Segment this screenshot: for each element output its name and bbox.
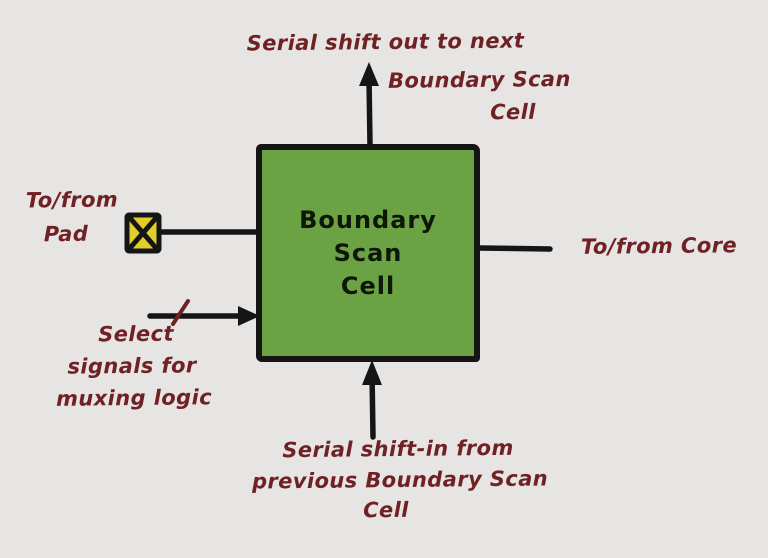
- pad-symbol-crossed-square-icon: [124, 212, 162, 254]
- serial-out-label-line2: Boundary Scan: [387, 66, 571, 93]
- serial-in-arrow: [362, 360, 382, 440]
- box-title-line: Scan: [333, 239, 403, 267]
- pad-label-line2: Pad: [43, 221, 89, 247]
- select-label-line3: muxing logic: [55, 385, 213, 411]
- serial-out-arrow: [359, 62, 379, 148]
- box-title-line: Boundary: [299, 206, 437, 234]
- serial-out-label-line3: Cell: [490, 99, 536, 125]
- serial-out-label-line1: Serial shift out to next: [246, 28, 525, 56]
- serial-in-label-line3: Cell: [363, 497, 409, 523]
- core-label: To/from Core: [580, 233, 738, 259]
- serial-in-label-line1: Serial shift-in from: [282, 435, 514, 463]
- pad-label-line1: To/from: [25, 187, 119, 213]
- boundary-scan-cell-box: Boundary Scan Cell: [256, 144, 480, 362]
- core-connector-line: [475, 245, 553, 252]
- box-title-line: Cell: [340, 272, 396, 300]
- select-label-line1: Select: [98, 321, 174, 347]
- select-label-line2: signals for: [67, 353, 197, 379]
- serial-in-label-line2: previous Boundary Scan: [251, 466, 549, 494]
